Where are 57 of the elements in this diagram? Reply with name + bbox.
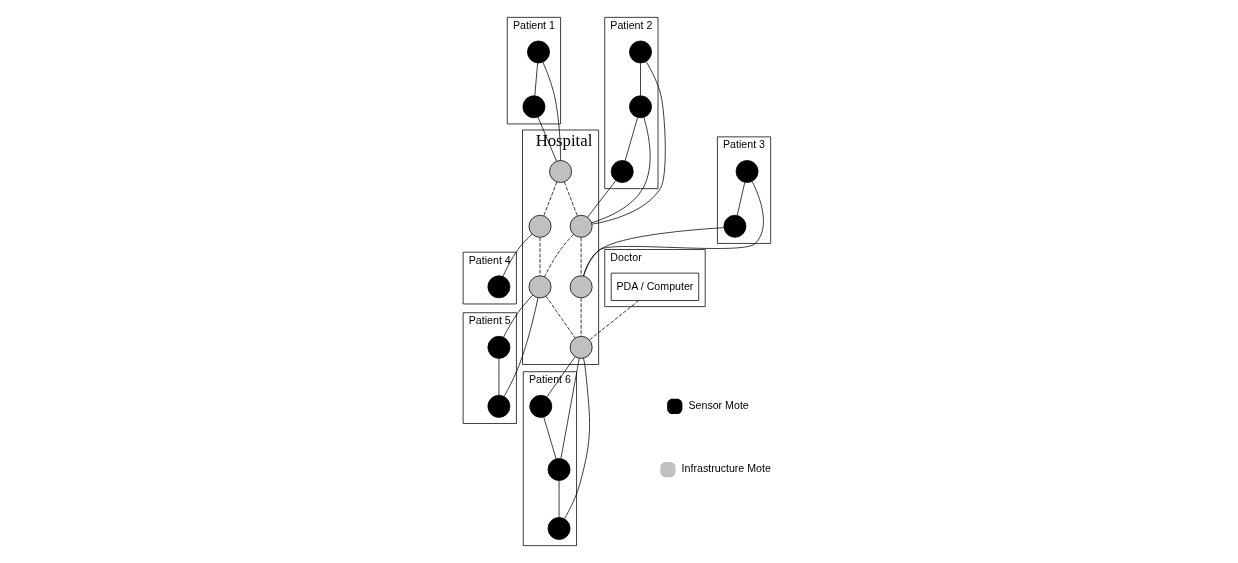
- node-circle: [528, 214, 552, 238]
- node-circle: [487, 394, 511, 418]
- connector: [502, 233, 533, 277]
- cluster: Patient 4: [462, 251, 517, 305]
- connector: [583, 181, 764, 277]
- connector: [546, 356, 576, 398]
- node-circle: [629, 95, 652, 119]
- node-circle: [629, 40, 652, 64]
- node-circle: [569, 275, 593, 299]
- connector: [558, 480, 560, 518]
- connector: [560, 358, 580, 459]
- connector: [591, 117, 651, 224]
- node-box: PDA / Computer: [610, 272, 700, 301]
- cluster: Patient 3: [717, 136, 772, 244]
- connector: [545, 295, 576, 339]
- node-circle: [547, 517, 571, 540]
- node-circle: [522, 95, 546, 119]
- connector: [543, 416, 557, 460]
- connector: [544, 234, 574, 278]
- node-circle: [487, 335, 511, 359]
- legend-label: Sensor Mote: [688, 399, 749, 412]
- connector: [587, 180, 617, 218]
- legend-label: Infrastructure Mote: [681, 462, 771, 475]
- cluster: Patient 1: [506, 16, 561, 125]
- connector: [736, 182, 746, 216]
- node-circle: [528, 275, 552, 299]
- node-circle: [735, 160, 759, 183]
- cluster: Hospital: [522, 129, 599, 365]
- cluster: Patient 2: [604, 16, 659, 189]
- connector: [583, 227, 725, 277]
- connector: [563, 181, 578, 217]
- node-circle: [529, 394, 553, 418]
- cluster: Patient 5: [462, 312, 517, 424]
- connector: [537, 116, 557, 162]
- connector: [591, 61, 666, 225]
- node-circle: [549, 160, 572, 183]
- node-circle: [610, 160, 634, 183]
- connector: [503, 297, 539, 397]
- connector: [503, 294, 533, 338]
- cluster: Patient 6: [522, 371, 577, 547]
- connector: [624, 117, 638, 162]
- node-circle: [723, 214, 747, 238]
- connector: [543, 181, 558, 217]
- node-circle: [527, 40, 550, 64]
- connector: [542, 62, 561, 161]
- connector: [580, 297, 582, 337]
- connector: [580, 237, 582, 276]
- connector: [498, 358, 500, 396]
- node-circle: [487, 275, 511, 299]
- connector: [564, 357, 590, 519]
- connector: [589, 300, 639, 341]
- node-circle: [569, 335, 593, 359]
- node-circle: [547, 458, 571, 481]
- connector: [640, 62, 641, 96]
- node-circle: [569, 214, 593, 238]
- connector: [539, 237, 541, 276]
- connector: [534, 62, 538, 97]
